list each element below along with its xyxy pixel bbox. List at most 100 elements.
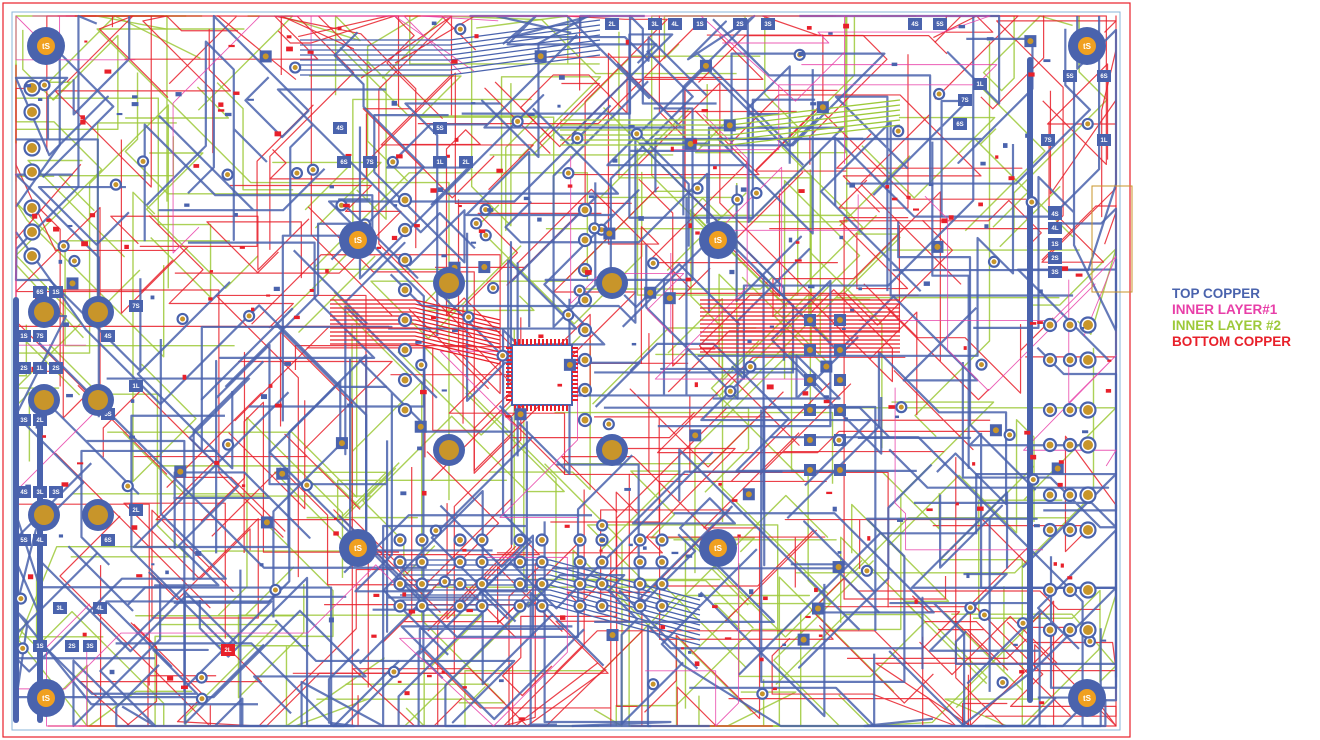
smd-pad [913,208,920,211]
trace [689,653,876,728]
trace [502,14,658,64]
pad-hole [479,603,485,609]
smd-pad [496,168,503,173]
ic-pin [534,339,536,345]
pad-hole [659,603,665,609]
trace [913,362,1118,529]
pad-hole [457,581,463,587]
smd-pad [766,384,774,390]
smd-pad [420,389,427,395]
ic-pin [506,395,512,397]
ic-pin [526,405,528,411]
ic-pin [572,399,578,401]
smd-pad [772,687,777,691]
mounting-hole-label: tS [42,42,51,51]
trace [586,524,802,726]
connector-label: 5S [20,538,27,544]
smd-pad [1030,454,1037,460]
smd-pad [980,161,986,166]
connector-label: 3S [1051,270,1058,276]
pad-hole [864,568,870,574]
pad-hole [837,377,843,383]
smd-pad [329,185,334,189]
connector-label: 6S [36,290,43,296]
smd-pad [818,634,823,637]
trace [281,124,353,422]
trace [897,221,1037,491]
trace [489,340,591,491]
connector-label-box [1048,208,1062,220]
smd-pad [628,125,635,128]
smd-pad [788,237,793,243]
pad-hole [537,53,544,60]
smd-pad [426,674,432,678]
ic-pin [572,383,578,385]
smd-pad [849,182,856,188]
pad-hole [401,316,409,324]
pad-hole [599,522,605,528]
ic-pin [506,399,512,401]
pad-hole [397,537,403,543]
smd-pad [175,92,182,97]
smd-pad [747,339,752,344]
smd-pad [794,259,802,262]
trace [115,642,360,728]
smd-pad [470,102,476,105]
pad-hole [442,579,448,585]
pad-hole [1083,525,1093,535]
pad-hole [574,135,580,141]
smd-pad [32,213,38,219]
bus-trace [300,44,601,66]
pad-hole [1046,321,1054,329]
smd-pad [584,270,592,275]
trace [992,188,1117,335]
pad-hole [727,388,733,394]
pad-hole [981,612,987,618]
pad-hole [225,442,231,448]
pad-hole [20,645,26,651]
pad-hole [279,470,286,477]
pad-hole [835,564,842,571]
connector-label: 2L [132,508,139,514]
pad-hole [401,226,409,234]
smd-pad [850,308,855,312]
trace [654,114,807,380]
pad-hole [992,427,999,434]
ic-pin [526,339,528,345]
smd-pad [66,393,73,398]
smd-pad [895,415,900,419]
trace [66,15,169,98]
trace [385,440,479,633]
trace [136,281,234,470]
pad-hole [401,196,409,204]
pad-hole [745,491,752,498]
connector-label-box [1048,238,1062,250]
smd-pad [688,223,692,228]
smd-pad [837,551,842,554]
trace [846,620,1027,659]
ic-pin [558,339,560,345]
trace [707,65,844,313]
trace [698,35,948,83]
connector-label: 3L [36,490,43,496]
smd-pad [208,297,213,301]
ic-pin [546,339,548,345]
smd-pad [1028,72,1035,77]
pad-hole [1083,625,1093,635]
connector-label: 2S [68,644,75,650]
trace [500,76,602,265]
smd-pad [695,231,700,235]
trace [386,123,488,206]
smd-pad [923,281,930,286]
trace [722,15,991,44]
smd-pad [404,691,410,696]
pad-hole [577,288,583,294]
pad-hole [565,170,571,176]
trace [216,82,294,191]
smd-pad [422,490,427,496]
pad-hole [606,421,612,427]
mounting-hole-label: tS [1083,694,1092,703]
pad-hole [807,437,813,443]
smd-pad [1038,289,1043,294]
trace [183,590,265,725]
